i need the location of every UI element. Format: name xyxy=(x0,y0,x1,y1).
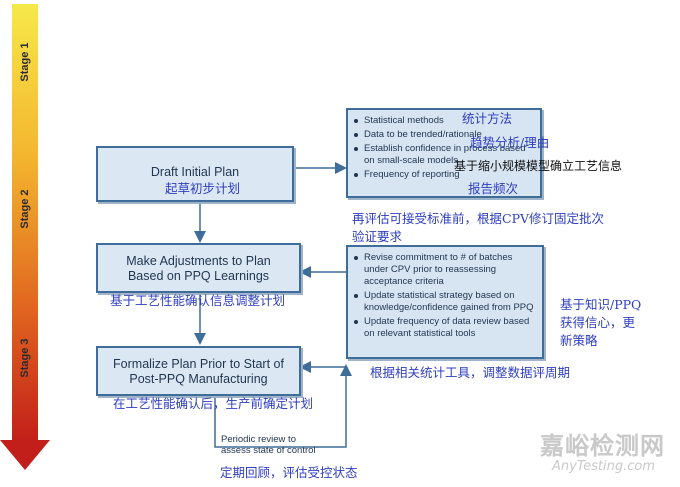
adjust-plan-text-2: Based on PPQ Learnings xyxy=(127,269,270,283)
periodic-review-text: Periodic review to assess state of contr… xyxy=(221,434,316,456)
info1-cn-1: 统计方法 xyxy=(462,111,513,126)
info1-item-2: Data to be trended/rationale xyxy=(354,129,534,141)
info2-cn-right-3: 新策略 xyxy=(560,333,598,348)
draft-plan-cn: 起草初步计划 xyxy=(165,181,241,196)
formalize-plan-cn: 在工艺性能确认后，生产前确定计划 xyxy=(113,396,314,411)
info2-cn-right-1: 基于知识/PPQ xyxy=(560,297,642,312)
watermark-cn: 嘉峪检测网 xyxy=(540,432,665,460)
info1-cn-3: 基于缩小规模模型确立工艺信息 xyxy=(454,159,623,173)
info2-item-1: Revise commitment to # of batches under … xyxy=(354,252,536,288)
info1-item-1: Statistical methods xyxy=(354,115,534,127)
info2-cn-top-1: 再评估可接受标准前，根据CPV修订固定批次 xyxy=(352,211,605,226)
adjust-plan-text-1: Make Adjustments to Plan xyxy=(126,254,271,268)
info2-item-3: Update frequency of data review based on… xyxy=(354,316,536,340)
periodic-review-cn: 定期回顾，评估受控状态 xyxy=(220,465,358,480)
periodic-review-line-2: assess state of control xyxy=(221,445,316,456)
formalize-plan-text-2: Post-PPQ Manufacturing xyxy=(129,372,268,386)
info1-item-3: Establish confidence in process based on… xyxy=(354,143,534,167)
info2-item-2: Update statistical strategy based on kno… xyxy=(354,290,536,314)
stage2-info-box: Revise commitment to # of batches under … xyxy=(346,245,544,359)
draft-plan-box: Draft Initial Plan xyxy=(96,146,294,202)
info1-cn-4: 报告频次 xyxy=(468,181,519,196)
info1-cn-2: 趋势分析/理由 xyxy=(470,135,550,150)
periodic-review-line-1: Periodic review to xyxy=(221,434,296,445)
formalize-plan-text-1: Formalize Plan Prior to Start of xyxy=(113,357,284,371)
formalize-plan-box: Formalize Plan Prior to Start of Post-PP… xyxy=(96,346,301,396)
info2-cn-right-2: 获得信心，更 xyxy=(560,315,636,330)
adjust-plan-box: Make Adjustments to Plan Based on PPQ Le… xyxy=(96,243,301,293)
info2-cn-bottom: 根据相关统计工具，调整数据评周期 xyxy=(370,365,571,380)
info1-item-4: Frequency of reporting xyxy=(354,169,534,181)
draft-plan-text: Draft Initial Plan xyxy=(150,165,240,179)
info2-cn-top-2: 验证要求 xyxy=(352,229,403,244)
stage1-info-box: Statistical methods Data to be trended/r… xyxy=(346,108,542,198)
stage-arrow xyxy=(0,4,50,470)
watermark-en: AnyTesting.com xyxy=(552,459,656,474)
adjust-plan-cn: 基于工艺性能确认信息调整计划 xyxy=(110,293,286,308)
